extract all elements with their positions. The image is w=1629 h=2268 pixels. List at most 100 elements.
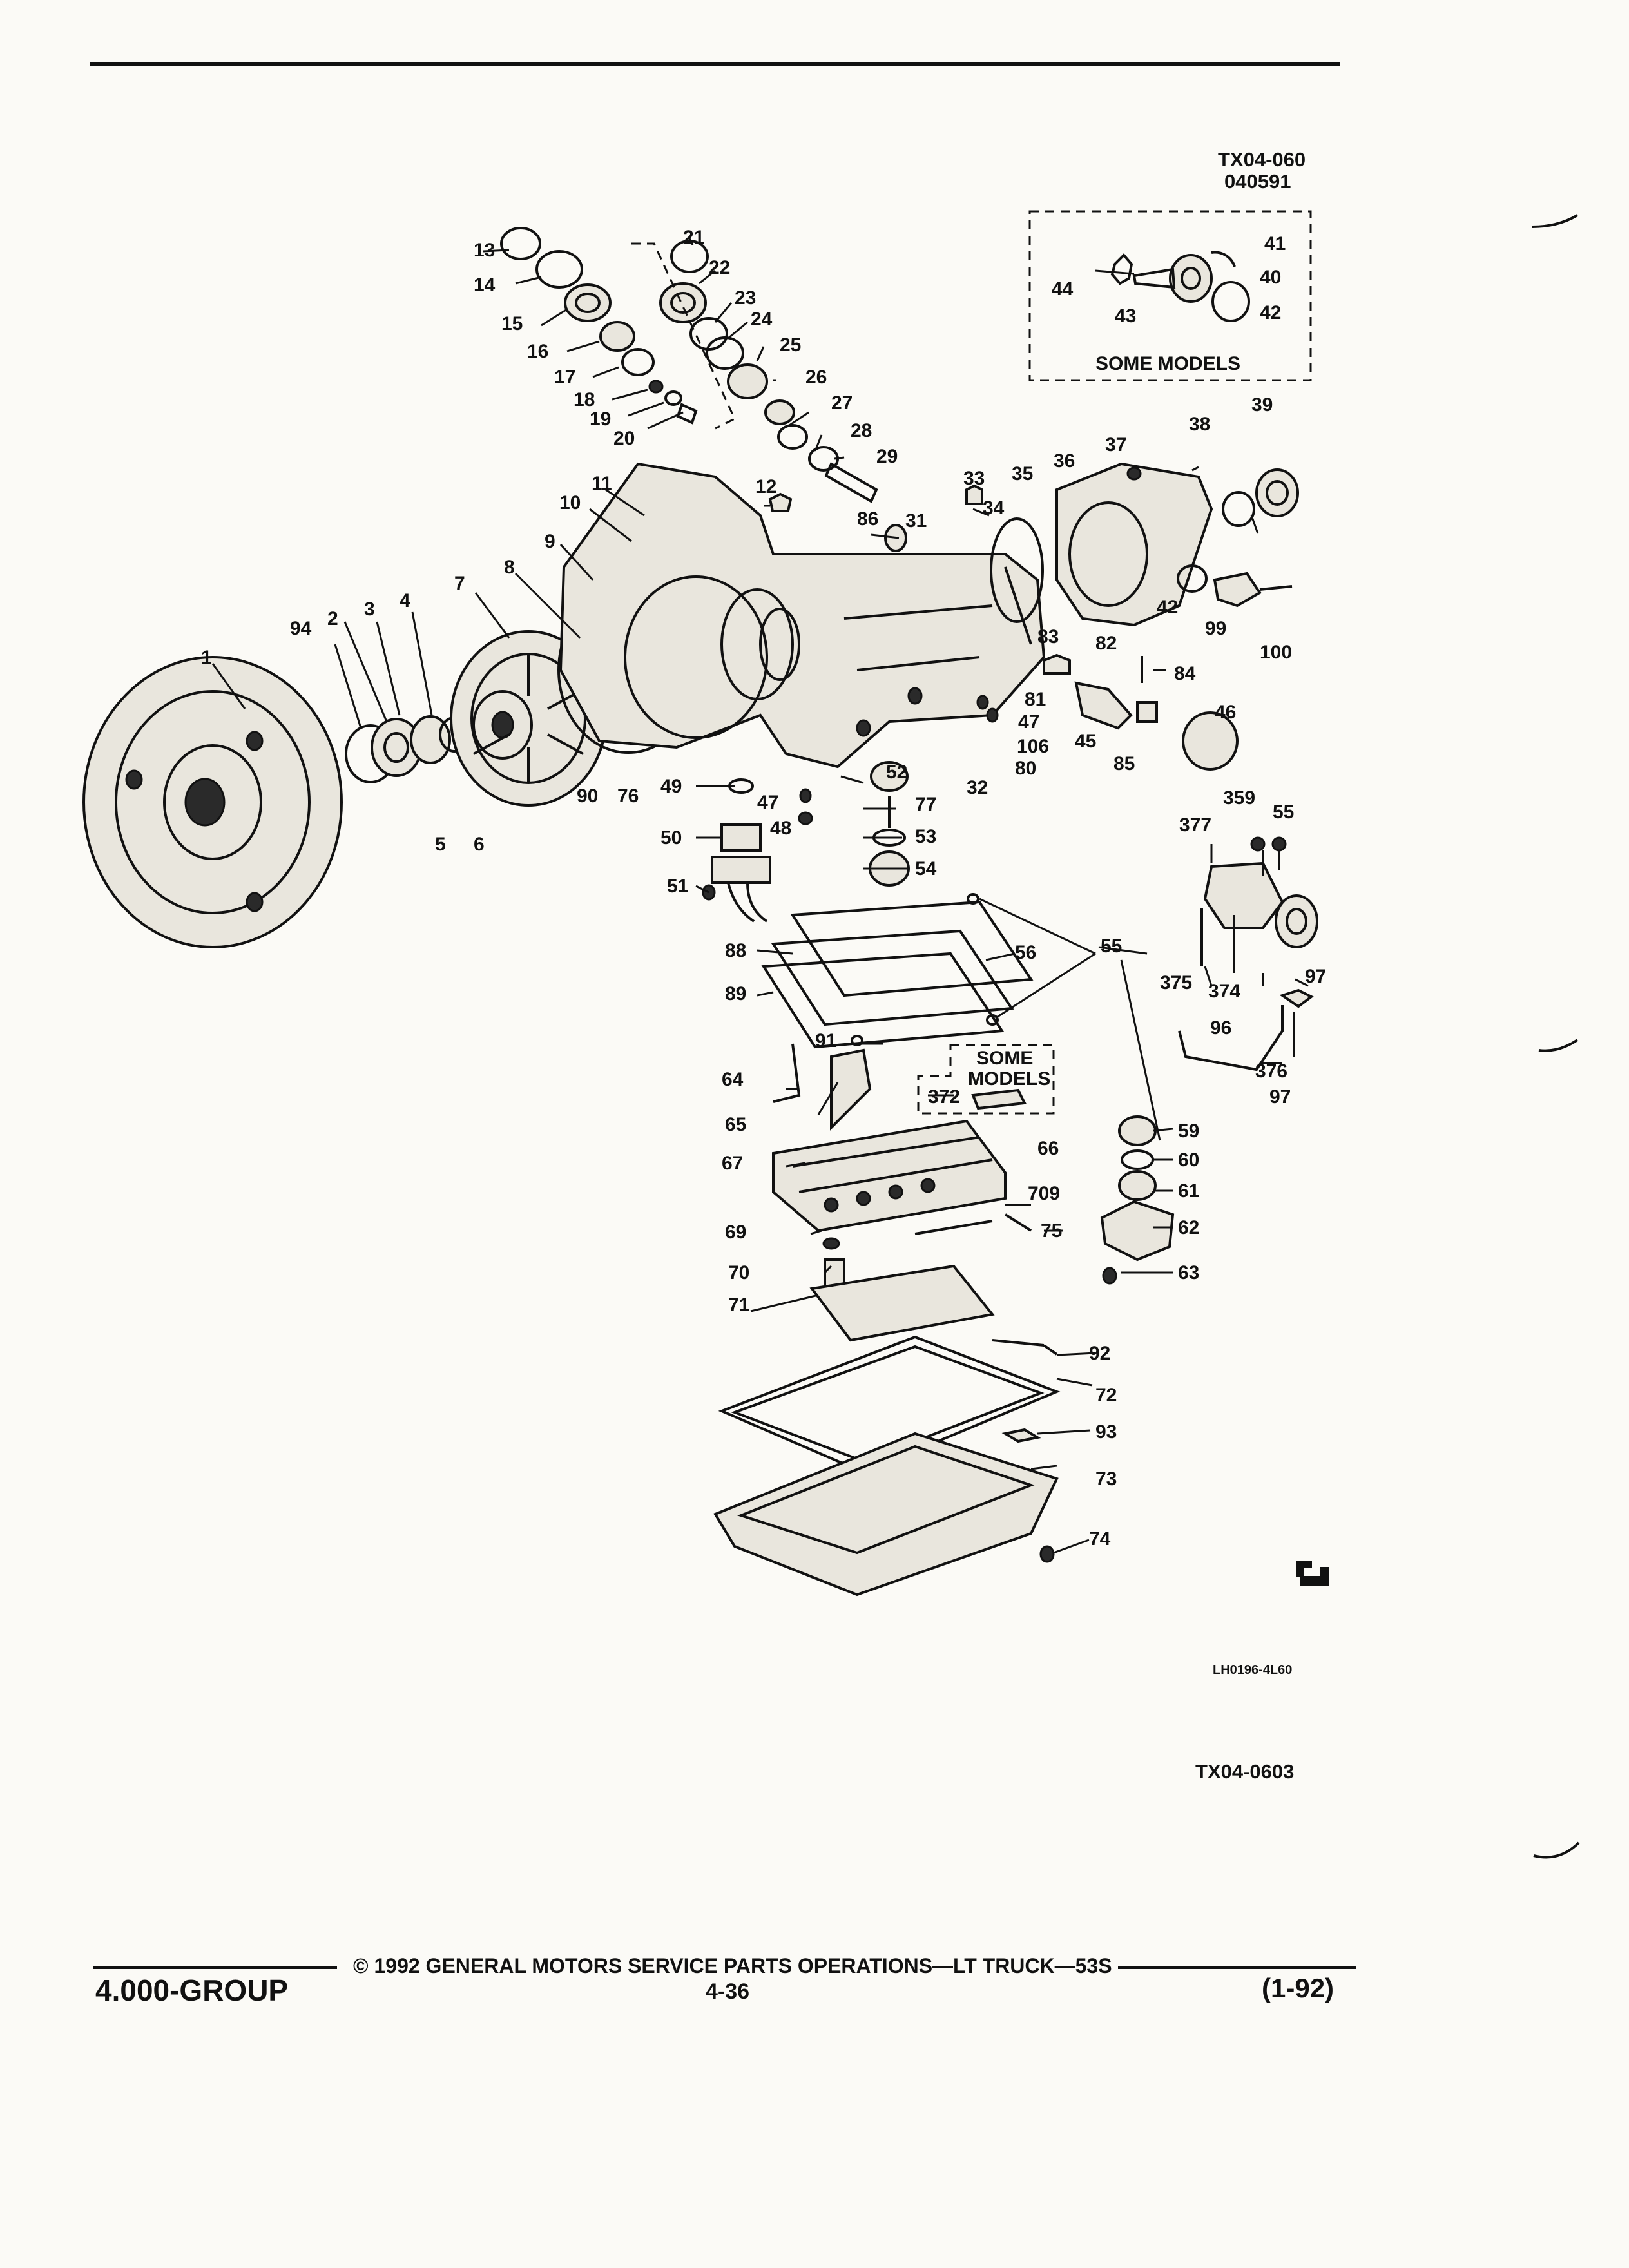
callout-32: 32	[967, 777, 988, 798]
callout-23: 23	[735, 287, 756, 309]
callout-28: 28	[851, 420, 872, 441]
callout-8: 8	[504, 557, 515, 578]
case-fittings	[768, 484, 1239, 771]
pressure-switch-assembly	[1178, 836, 1318, 1072]
callout-90: 90	[577, 785, 598, 807]
callout-12: 12	[755, 476, 776, 497]
callout-54: 54	[915, 858, 937, 879]
callout-376: 376	[1255, 1061, 1287, 1082]
callout-21: 21	[683, 227, 704, 248]
callout-13: 13	[474, 240, 495, 261]
callout-41: 41	[1264, 233, 1286, 255]
callout-60: 60	[1178, 1149, 1199, 1171]
accumulator-stack	[1100, 1115, 1175, 1285]
valve-body-plates	[761, 893, 1034, 1049]
callout-76: 76	[617, 785, 639, 807]
callout-3: 3	[364, 599, 375, 620]
callout-17: 17	[554, 367, 575, 388]
callout-73: 73	[1095, 1468, 1117, 1490]
callout-48: 48	[770, 818, 791, 839]
callout-44: 44	[1052, 278, 1074, 300]
extension-housing	[990, 462, 1299, 627]
some-models-line1: SOME	[976, 1048, 1033, 1069]
callout-9: 9	[545, 531, 555, 552]
callout-97: 97	[1305, 966, 1326, 987]
callout-75: 75	[1041, 1220, 1062, 1242]
margin-mark	[1532, 214, 1579, 228]
callout-26: 26	[805, 367, 827, 388]
callout-52: 52	[886, 762, 907, 783]
footer-page-number: 4-36	[706, 1979, 750, 2004]
rear-seals-column	[500, 227, 878, 503]
callout-71: 71	[728, 1294, 749, 1316]
footer-group: 4.000-GROUP	[95, 1974, 289, 2007]
callout-27: 27	[831, 392, 853, 414]
callout-40: 40	[1260, 267, 1281, 288]
callout-84: 84	[1174, 663, 1196, 684]
callout-42: 42	[1260, 302, 1281, 323]
callout-4: 4	[400, 590, 410, 611]
callout-29: 29	[876, 446, 898, 467]
callout-10: 10	[559, 492, 581, 514]
callout-22: 22	[709, 257, 730, 278]
some-models-inset: SOME MODELS	[1028, 210, 1312, 381]
callout-81: 81	[1025, 689, 1046, 710]
callout-93: 93	[1095, 1421, 1117, 1443]
callout-359: 359	[1223, 787, 1255, 809]
callout-20: 20	[613, 428, 635, 449]
some-models-callout-box: SOME MODELS	[917, 1044, 1055, 1115]
leader-lines	[211, 238, 1309, 1554]
callout-86: 86	[857, 508, 878, 530]
callout-97b: 97	[1269, 1086, 1291, 1108]
callout-1: 1	[201, 647, 212, 668]
callout-62: 62	[1178, 1217, 1199, 1238]
gm-service-logo	[1296, 1561, 1329, 1586]
callout-38: 38	[1189, 414, 1210, 435]
callout-24: 24	[751, 309, 773, 330]
transmission-case	[559, 462, 1046, 769]
footer-rule-left	[93, 1966, 337, 1969]
callout-72: 72	[1095, 1385, 1117, 1406]
callout-51: 51	[667, 876, 688, 897]
inset-caption: SOME MODELS	[1095, 353, 1240, 374]
callout-77: 77	[915, 794, 936, 815]
callout-39: 39	[1251, 394, 1273, 416]
callout-7: 7	[454, 573, 465, 594]
callout-labels: 1 2 3 4 5 6 7 8 9 10 11 12 13 14 15 16 1…	[201, 227, 1326, 1550]
callout-85: 85	[1113, 753, 1135, 774]
callout-45: 45	[1075, 731, 1096, 752]
margin-mark	[1533, 1841, 1580, 1859]
callout-709: 709	[1028, 1183, 1060, 1204]
callout-106: 106	[1017, 736, 1049, 757]
valve-body	[772, 1043, 1032, 1235]
callout-6: 6	[474, 834, 485, 855]
callout-33: 33	[963, 468, 985, 489]
callout-59: 59	[1178, 1120, 1199, 1142]
drawing-reference: LH0196-4L60	[1213, 1663, 1292, 1677]
speed-sensor	[1177, 564, 1293, 608]
callout-374: 374	[1208, 981, 1240, 1002]
callout-92: 92	[1089, 1343, 1110, 1364]
callout-43: 43	[1115, 305, 1136, 327]
callout-55: 55	[1101, 936, 1122, 957]
callout-83: 83	[1037, 626, 1059, 648]
callout-372: 372	[928, 1086, 960, 1108]
callout-19: 19	[590, 408, 611, 430]
callout-80: 80	[1015, 758, 1036, 779]
callout-69: 69	[725, 1222, 746, 1243]
callout-50: 50	[660, 827, 682, 849]
callout-49: 49	[660, 776, 682, 797]
callout-46: 46	[1215, 702, 1236, 723]
callout-18: 18	[574, 389, 595, 410]
figure-date: 040591	[1224, 170, 1291, 193]
callout-61: 61	[1178, 1180, 1199, 1202]
callout-82: 82	[1095, 633, 1117, 654]
callout-88: 88	[725, 940, 746, 961]
header-rule	[90, 62, 1340, 66]
callout-35: 35	[1012, 463, 1033, 485]
callout-64: 64	[722, 1069, 744, 1090]
margin-mark	[1538, 1039, 1579, 1052]
callout-25: 25	[780, 334, 801, 356]
callout-37: 37	[1105, 434, 1126, 456]
callout-99: 99	[1205, 618, 1226, 639]
